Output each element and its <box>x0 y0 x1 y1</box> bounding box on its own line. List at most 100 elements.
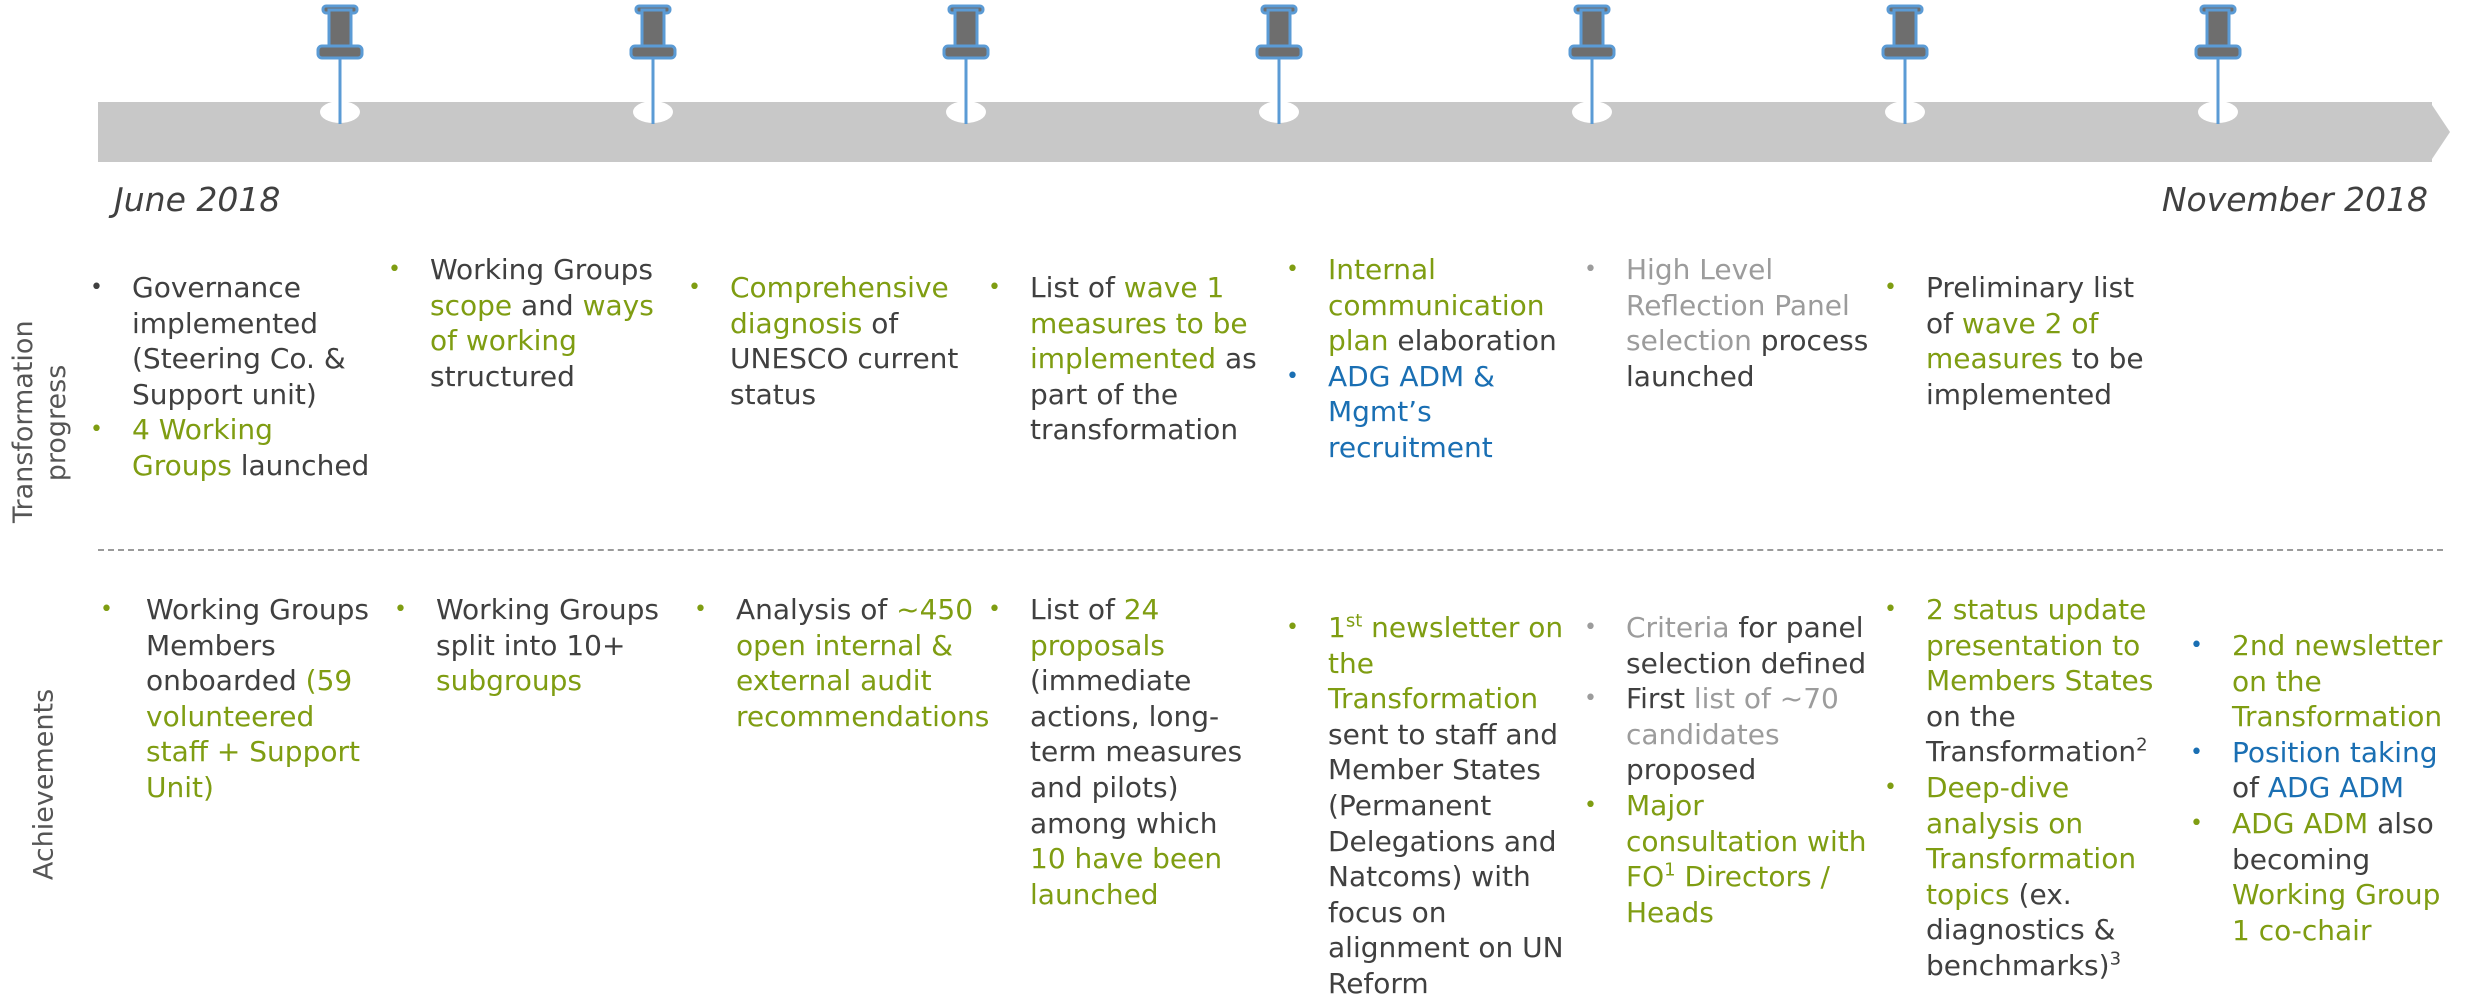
row-divider <box>98 549 2443 551</box>
progress-bullet-item: Internal communication plan elaboration <box>1286 252 1566 359</box>
bullet-text-segment: on the Transformation <box>1926 699 2137 769</box>
achievements-bullet-item: List of 24 proposals (immediate actions,… <box>988 592 1258 912</box>
achievements-bullet-item: Analysis of ~450 open internal & externa… <box>694 592 989 734</box>
achievements-column-7: 2 status update presentation to Members … <box>1884 592 2174 984</box>
bullet-text-segment: sent to staff and Member States (Permane… <box>1328 717 1564 1000</box>
bullet-text-segment: Governance implemented (Steering Co. & S… <box>132 271 346 411</box>
progress-bullet-item: Working Groups scope and ways of working… <box>388 252 668 394</box>
achievements-list: Working Groups split into 10+ subgroups <box>394 592 674 699</box>
progress-column-7: Preliminary list of wave 2 of measures t… <box>1884 270 2164 412</box>
achievements-bullet-item: Working Groups Members onboarded (59 vol… <box>100 592 380 806</box>
bullet-text-segment: for panel selection defined <box>1626 611 1867 680</box>
progress-list: List of wave 1 measures to be implemente… <box>988 270 1268 448</box>
achievements-list: 2 status update presentation to Members … <box>1884 592 2174 984</box>
bullet-text-segment: process launched <box>1626 324 1869 393</box>
achievements-list: 2nd newsletter on the TransformationPosi… <box>2190 628 2460 948</box>
progress-column-6: High Level Reflection Panel selection pr… <box>1584 252 1884 394</box>
bullet-text-segment: 24 proposals <box>1030 593 1165 662</box>
achievements-column-6: Criteria for panel selection definedFirs… <box>1584 610 1884 930</box>
bullet-text-segment: launched <box>231 448 370 482</box>
bullet-text-segment: ~450 open internal & external audit reco… <box>736 593 990 733</box>
bullet-text-segment: structured <box>430 359 575 393</box>
bullet-text-segment: Major consultation with FO <box>1626 788 1867 894</box>
progress-bullet-item: Governance implemented (Steering Co. & S… <box>90 270 380 412</box>
bullet-text-segment: of UNESCO current status <box>730 306 959 411</box>
bullet-text-segment: ADG ADM & Mgmt’s recruitment <box>1328 359 1495 464</box>
footnote-marker: st <box>1345 610 1363 632</box>
progress-column-3: Comprehensive diagnosis of UNESCO curren… <box>688 270 968 412</box>
achievements-bullet-item: Working Groups split into 10+ subgroups <box>394 592 674 699</box>
achievements-bullet-item: Deep-dive analysis on Transformation top… <box>1884 770 2174 984</box>
achievements-column-4: List of 24 proposals (immediate actions,… <box>988 592 1258 912</box>
bullet-text-segment: and <box>512 288 583 322</box>
progress-list: Internal communication plan elaborationA… <box>1286 252 1566 466</box>
achievements-bullet-item: Criteria for panel selection defined <box>1584 610 1884 681</box>
pushpin-icon <box>1568 4 1616 124</box>
pushpin-icon <box>942 4 990 124</box>
achievements-list: 1st newsletter on the Transformation sen… <box>1286 610 1576 1002</box>
bullet-text-segment: Directors / Heads <box>1626 860 1830 929</box>
bullet-text-segment: (59 volunteered staff + Support Unit) <box>146 664 360 804</box>
bullet-text-segment: elaboration <box>1388 324 1557 358</box>
bullet-text-segment: ADG ADM <box>2267 771 2405 805</box>
achievements-column-2: Working Groups split into 10+ subgroups <box>394 592 674 699</box>
bullet-text-segment: scope <box>430 288 513 322</box>
footnote-marker: 2 <box>2136 735 2148 757</box>
progress-list: Governance implemented (Steering Co. & S… <box>90 270 380 484</box>
progress-bullet-item: ADG ADM & Mgmt’s recruitment <box>1286 359 1566 466</box>
pushpin-icon <box>2194 4 2242 124</box>
bullet-text-segment: List of <box>1030 593 1124 626</box>
progress-bullet-item: List of wave 1 measures to be implemente… <box>988 270 1268 448</box>
progress-bullet-item: Preliminary list of wave 2 of measures t… <box>1884 270 2164 412</box>
row-label-achievements: Achievements <box>28 688 60 881</box>
bullet-text-segment: 10 have been launched <box>1030 842 1223 911</box>
progress-list: High Level Reflection Panel selection pr… <box>1584 252 1884 394</box>
bullet-text-segment: newsletter on the Transformation <box>1328 611 1564 716</box>
achievements-column-8: 2nd newsletter on the TransformationPosi… <box>2190 628 2460 948</box>
end-date-label: November 2018 <box>2161 180 2428 219</box>
bullet-text-segment: also becoming <box>2232 806 2434 876</box>
bullet-text-segment: Analysis of <box>736 593 897 626</box>
pushpin-icon <box>1881 4 1929 124</box>
bullet-text-segment: ways of working <box>430 288 654 358</box>
achievements-bullet-item: 1st newsletter on the Transformation sen… <box>1286 610 1576 1002</box>
progress-column-1: Governance implemented (Steering Co. & S… <box>90 270 380 484</box>
achievements-list: Criteria for panel selection definedFirs… <box>1584 610 1884 930</box>
bullet-text-segment: as part of the transformation <box>1030 342 1257 447</box>
bullet-text-segment: (immediate actions, long-term measures a… <box>1030 664 1243 840</box>
footnote-marker: 1 <box>1664 859 1676 881</box>
bullet-text-segment: list of ~70 candidates <box>1626 682 1839 751</box>
bullet-text-segment: Internal communication plan <box>1328 253 1545 358</box>
bullet-text-segment: wave 2 of measures <box>1926 306 2099 376</box>
achievements-column-5: 1st newsletter on the Transformation sen… <box>1286 610 1576 1002</box>
pushpin-icon <box>1255 4 1303 124</box>
bullet-text-segment: Position taking <box>2232 735 2438 769</box>
progress-column-5: Internal communication plan elaborationA… <box>1286 252 1566 466</box>
achievements-bullet-item: 2nd newsletter on the Transformation <box>2190 628 2460 735</box>
bullet-text-segment: subgroups <box>436 664 583 698</box>
bullet-text-segment: 1 <box>1328 611 1346 644</box>
progress-bullet-item: High Level Reflection Panel selection pr… <box>1584 252 1884 394</box>
bullet-text-segment: Working Groups Members onboarded <box>146 593 369 698</box>
achievements-bullet-item: Major consultation with FO1 Directors / … <box>1584 788 1884 930</box>
timeline-arrowhead <box>2430 102 2450 162</box>
pushpin-icon <box>629 4 677 124</box>
bullet-text-segment: (ex. diagnostics & benchmarks) <box>1926 877 2116 982</box>
progress-list: Working Groups scope and ways of working… <box>388 252 668 394</box>
achievements-column-1: Working Groups Members onboarded (59 vol… <box>100 592 380 806</box>
progress-bullet-item: 4 Working Groups launched <box>90 412 380 483</box>
achievements-list: List of 24 proposals (immediate actions,… <box>988 592 1258 912</box>
bullet-text-segment: Preliminary list of <box>1926 271 2135 340</box>
progress-column-4: List of wave 1 measures to be implemente… <box>988 270 1268 448</box>
progress-column-2: Working Groups scope and ways of working… <box>388 252 668 394</box>
bullet-text-segment: Working Groups split into 10+ <box>436 593 659 662</box>
bullet-text-segment: Criteria <box>1626 611 1730 644</box>
achievements-list: Analysis of ~450 open internal & externa… <box>694 592 989 734</box>
bullet-text-segment: Deep-dive analysis on Transformation top… <box>1926 770 2137 911</box>
achievements-list: Working Groups Members onboarded (59 vol… <box>100 592 380 806</box>
achievements-bullet-item: First list of ~70 candidates proposed <box>1584 681 1884 788</box>
bullet-text-segment: 2nd newsletter on the Transformation <box>2232 629 2443 734</box>
bullet-text-segment: List of <box>1030 271 1124 304</box>
bullet-text-segment: ADG ADM <box>2232 806 2369 840</box>
bullet-text-segment: of <box>2232 771 2268 805</box>
